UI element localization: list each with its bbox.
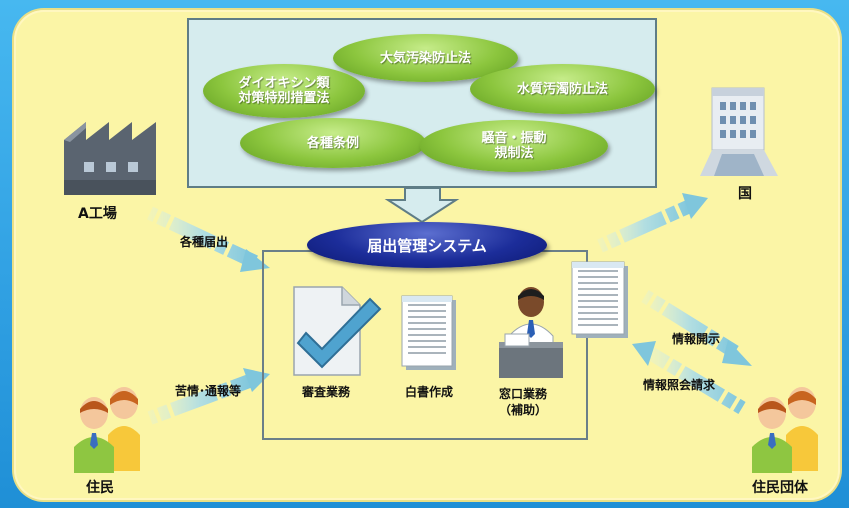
request-flow-label: 情報照会請求 <box>643 378 716 392</box>
complaints-flow-label: 苦情･通報等 <box>175 384 242 398</box>
notifications-flow-label: 各種届出 <box>180 235 229 249</box>
counter-clerk-icon <box>499 287 563 378</box>
request-arrow <box>632 341 746 415</box>
disclosure-flow-label: 情報開示 <box>672 332 721 346</box>
review-task-label: 審査業務 <box>302 385 351 399</box>
residents-label: 住民 <box>86 480 114 496</box>
laws-to-system-arrow <box>384 187 460 224</box>
factory-icon <box>64 122 156 195</box>
whitepaper-document-icon <box>401 295 456 370</box>
system-to-country-arrow <box>597 193 708 253</box>
disclosure-arrow <box>641 290 752 366</box>
resident-groups-icon <box>752 387 818 473</box>
notification-system-title: 届出管理システム <box>307 222 547 268</box>
residents-icon <box>74 387 140 473</box>
whitepaper-task-label: 白書作成 <box>405 385 454 399</box>
government-building-icon <box>700 87 778 176</box>
resident-groups-label: 住民団体 <box>752 480 808 496</box>
factory-label: A工場 <box>78 206 117 222</box>
law-noise-vibration: 騒音・振動 規制法 <box>420 120 608 172</box>
law-dioxin: ダイオキシン類 対策特別措置法 <box>203 64 365 118</box>
review-checkmark-icon <box>293 286 382 376</box>
law-water-pollution: 水質汚濁防止法 <box>470 64 655 114</box>
country-label: 国 <box>738 186 752 202</box>
output-document-icon <box>571 261 628 338</box>
law-ordinances: 各種条例 <box>240 118 426 168</box>
counter-task-label: 窓口業務 （補助） <box>499 387 548 417</box>
